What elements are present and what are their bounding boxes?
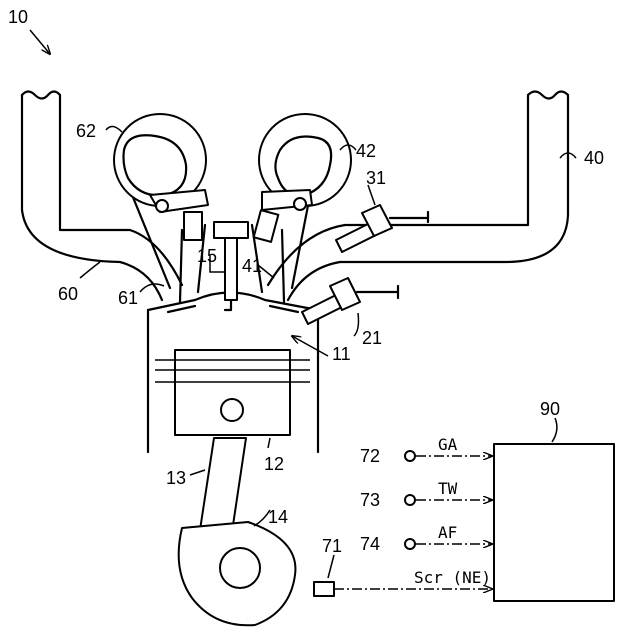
label-intake-cam: 42 xyxy=(356,141,376,161)
label-crank-sensor: 71 xyxy=(322,536,342,556)
label-intake-passage: 40 xyxy=(584,148,604,168)
intake-lash-adjuster xyxy=(254,210,279,242)
label-piston: 12 xyxy=(264,454,284,474)
label-crankshaft: 14 xyxy=(268,507,288,527)
label-exhaust-cam: 62 xyxy=(76,121,96,141)
crank-angle-sensor xyxy=(314,582,334,596)
signal-scr-label: Scr (NE) xyxy=(414,568,491,587)
crankshaft xyxy=(179,522,296,625)
exhaust-valve xyxy=(168,230,195,312)
injector-port xyxy=(336,205,428,252)
signal-af-label: AF xyxy=(438,523,457,542)
label-exhaust-valve: 61 xyxy=(118,288,138,308)
label-controller: 90 xyxy=(540,399,560,419)
exhaust-cam xyxy=(114,114,208,212)
intake-cam xyxy=(259,114,351,210)
label-coolant-sensor: 73 xyxy=(360,490,380,510)
label-intake-valve: 41 xyxy=(242,256,262,276)
label-system: 10 xyxy=(8,7,28,27)
control-unit xyxy=(494,444,614,601)
injector-direct xyxy=(302,278,398,324)
label-spark-plug: 15 xyxy=(197,246,217,266)
label-airflow-meter: 72 xyxy=(360,446,380,466)
signal-tw-label: TW xyxy=(438,479,458,498)
intake-valve xyxy=(270,230,298,312)
label-combustion-chamber: 11 xyxy=(332,344,351,364)
signal-ga-label: GA xyxy=(438,435,458,454)
exhaust-lash-adjuster xyxy=(184,212,202,240)
label-injector-port: 31 xyxy=(366,168,386,188)
piston xyxy=(155,350,310,435)
label-injector-direct: 21 xyxy=(362,328,382,348)
label-exhaust-passage: 60 xyxy=(58,284,78,304)
label-connecting-rod: 13 xyxy=(166,468,186,488)
label-af-sensor: 74 xyxy=(360,534,380,554)
connecting-rod xyxy=(200,438,246,532)
